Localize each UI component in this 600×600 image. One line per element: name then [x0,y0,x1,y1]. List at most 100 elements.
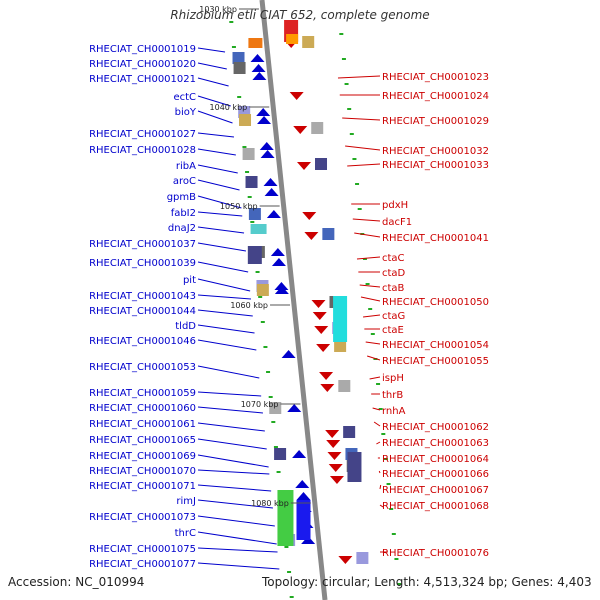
scale-label: 1040 kbp [210,103,248,112]
right-gene-label: RHECIAT_CH0001066 [382,469,489,480]
left-gene-label: RHECIAT_CH0001019 [89,44,196,55]
forward-gene-arrow [266,210,281,218]
left-gene-label: RHECIAT_CH0001061 [89,419,196,430]
reverse-gene-arrow [326,440,341,448]
left-gene-label: RHECIAT_CH0001060 [89,403,196,414]
reverse-gene-arrow [293,126,308,134]
right-gene-label: RHECIAT_CH0001055 [382,356,489,367]
right-label-connector [345,145,381,151]
reverse-gene-arrow [320,384,335,392]
forward-gene-arrow [259,142,274,150]
accession-text: Accession: NC_010994 [8,575,145,589]
left-label-connector [197,438,267,450]
right-label-connector [372,407,381,411]
left-label-connector [197,110,233,124]
right-label-connector [369,376,381,380]
gene-block [338,380,351,392]
forward-gene-arrow [260,150,275,158]
left-label-connector [197,499,273,509]
left-label-connector [197,365,260,379]
left-gene-label: tldD [175,321,196,332]
right-gene-label: ispH [382,373,404,384]
left-label-connector [197,309,253,317]
right-gene-label: RHECIAT_CH0001024 [382,91,489,102]
right-gene-label: RHECIAT_CH0001041 [382,233,489,244]
gene-block [245,176,258,188]
left-gene-label: ectC [173,92,196,103]
forward-gene-arrow [287,404,302,412]
gene-block [233,62,246,74]
reverse-gene-arrow [314,326,329,334]
left-gene-label: RHECIAT_CH0001059 [89,388,196,399]
gene-block [269,402,282,414]
reverse-gene-arrow [312,312,327,320]
scale-label: 1050 kbp [220,202,258,211]
forward-gene-arrow [271,258,286,266]
left-gene-label: dnaJ2 [168,223,196,234]
right-gene-label: RHECIAT_CH0001064 [382,454,489,465]
reverse-gene-arrow [338,556,353,564]
left-label-connector [197,47,226,53]
left-gene-label: RHECIAT_CH0001071 [89,481,196,492]
right-gene-label: RHECIAT_CH0001076 [382,548,489,559]
forward-gene-arrow [250,54,265,62]
right-gene-label: ctaG [382,311,405,322]
gene-block [256,284,269,296]
left-label-connector [197,77,229,87]
gene-block [277,490,294,546]
reverse-gene-arrow [304,232,319,240]
gene-block [248,208,261,220]
forward-gene-arrow [270,248,285,256]
gene-block [333,296,348,342]
left-label-connector [197,484,272,492]
topology-text: Topology: circular; Length: 4,513,324 bp… [262,575,592,589]
left-label-connector [197,261,249,273]
reverse-gene-arrow [319,372,334,380]
right-gene-label: RHECIAT_CH0001054 [382,340,489,351]
gene-block [248,38,263,48]
left-gene-label: RHECIAT_CH0001070 [89,466,196,477]
left-gene-label: pit [183,275,196,286]
right-label-connector [359,284,381,288]
left-label-connector [197,562,280,570]
left-gene-label: RHECIAT_CH0001077 [89,559,196,570]
gene-block [250,224,267,234]
right-label-connector [373,421,381,427]
left-label-connector [197,179,240,191]
right-label-connector [363,314,381,318]
gene-block [311,122,324,134]
reverse-gene-arrow [297,162,312,170]
left-gene-label: RHECIAT_CH0001027 [89,129,196,140]
left-label-connector [197,132,235,138]
left-gene-label: RHECIAT_CH0001053 [89,362,196,373]
chromosome-backbone [259,0,328,600]
reverse-gene-arrow [289,92,304,100]
forward-gene-arrow [256,108,271,116]
left-label-connector [197,278,251,292]
reverse-gene-arrow [327,452,342,460]
right-label-connector [337,75,381,79]
left-label-connector [197,547,278,553]
left-label-connector [197,515,275,527]
left-gene-label: RHECIAT_CH0001021 [89,74,196,85]
right-gene-label: RHECIAT_CH0001033 [382,160,489,171]
left-gene-label: rimJ [176,496,196,507]
left-gene-label: RHECIAT_CH0001028 [89,145,196,156]
gene-block [239,114,252,126]
left-label-connector [197,339,257,351]
left-label-connector [197,242,247,252]
gene-block [334,340,347,352]
left-label-connector [197,294,252,300]
right-label-connector [379,484,382,490]
left-gene-label: fabI2 [171,208,196,219]
gene-block [242,148,255,160]
right-label-connector [378,470,381,474]
right-gene-label: RHECIAT_CH0001068 [382,501,489,512]
gene-block [315,158,328,170]
right-label-connector [365,341,381,345]
left-gene-label: RHECIAT_CH0001073 [89,512,196,523]
scale-label: 1080 kbp [251,499,289,508]
left-label-connector [197,531,277,545]
left-label-connector [197,148,236,156]
